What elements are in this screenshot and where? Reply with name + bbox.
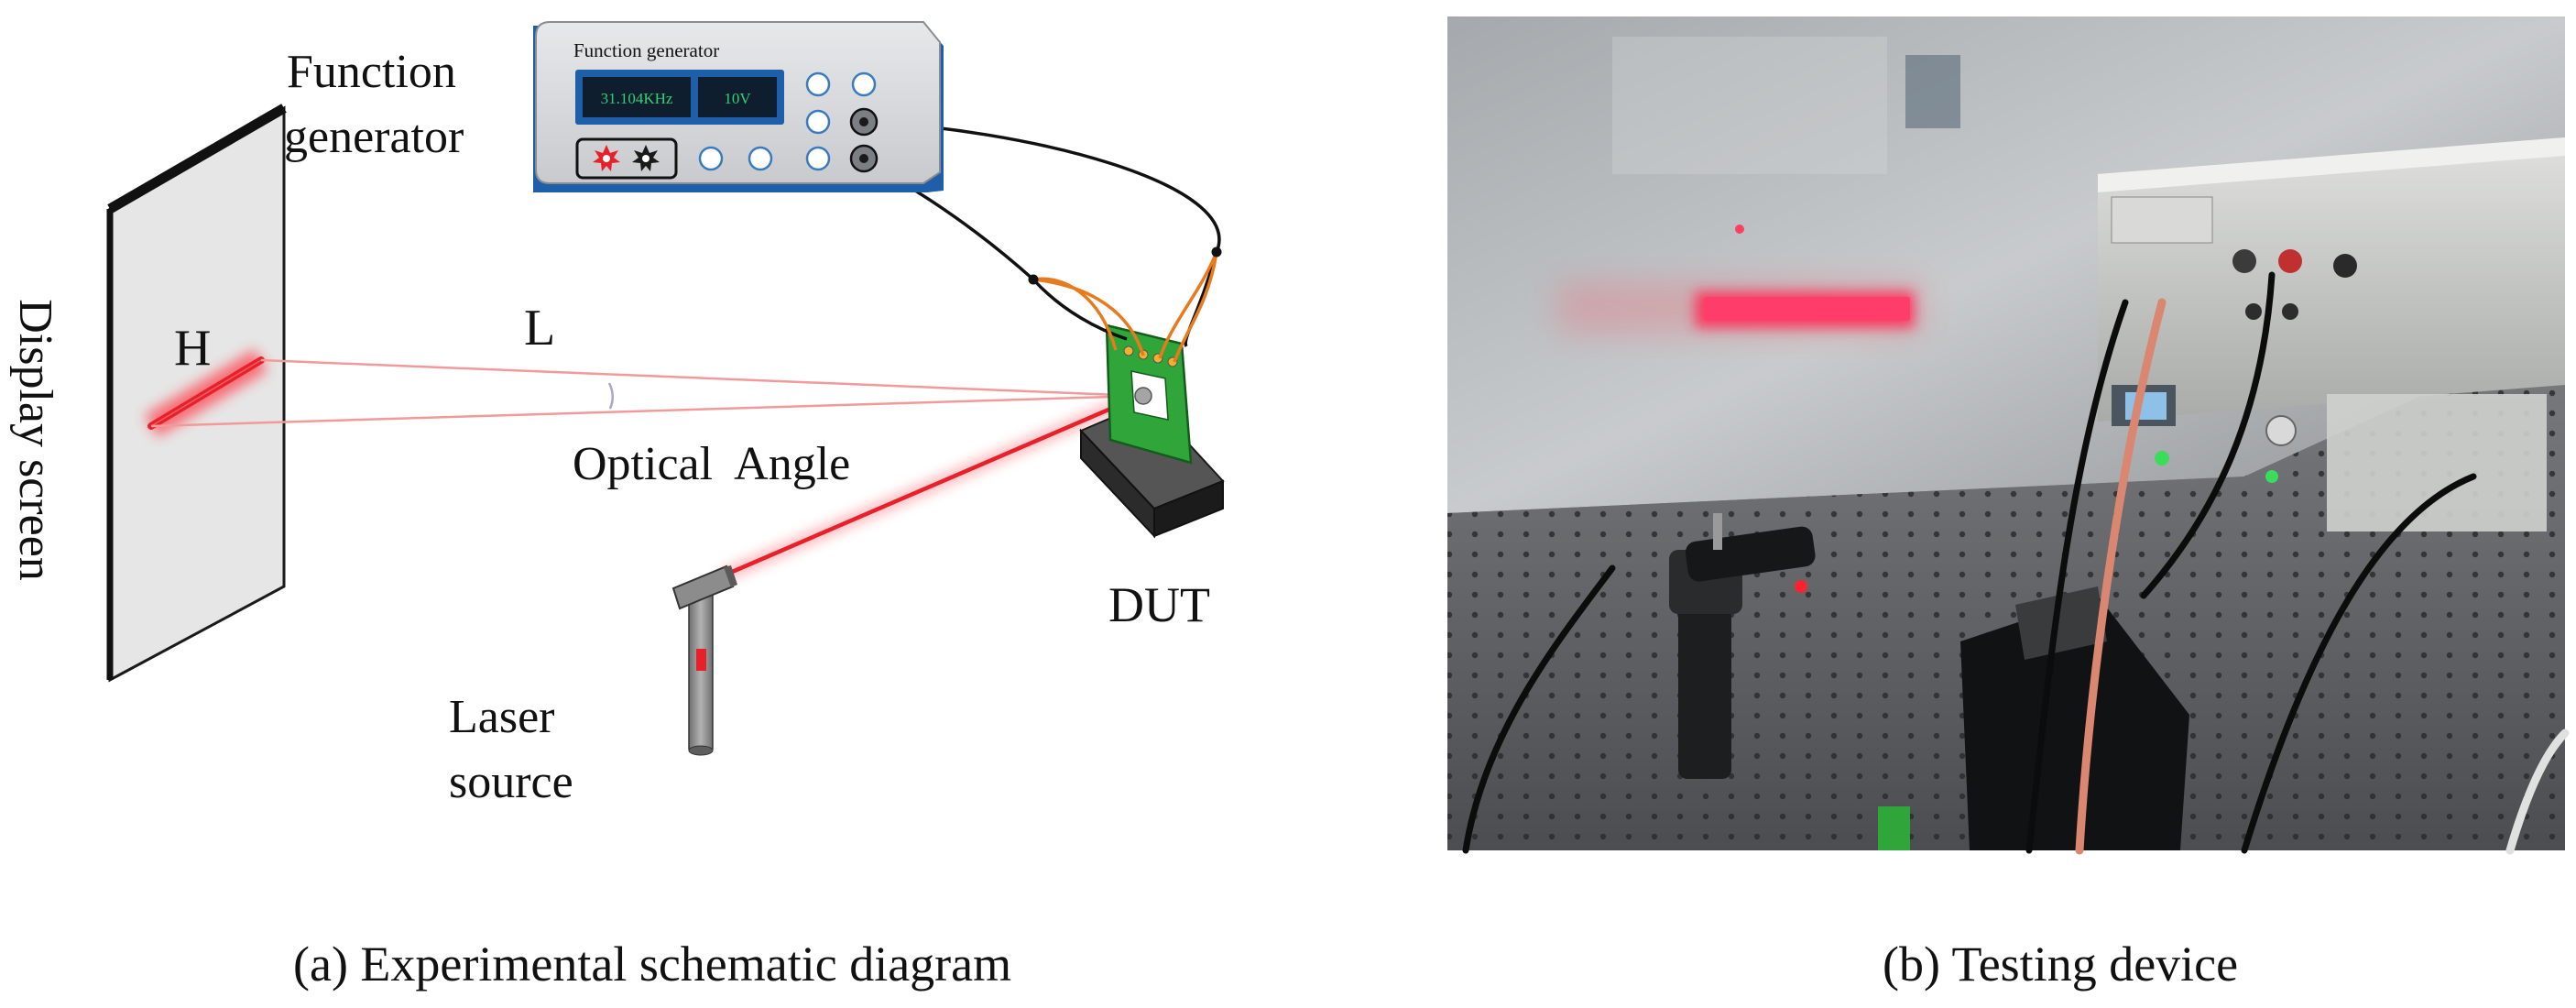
schematic-diagram: Display screen H L Optical Angle [9, 21, 1225, 808]
frequency-value: 31.104KHz [601, 90, 673, 107]
dut-mount-photo [1878, 586, 2189, 850]
black-gear-icon [632, 145, 660, 171]
dut-pcb [1105, 323, 1193, 465]
output-connectors [849, 107, 879, 173]
function-generator-label-line1: Function [287, 46, 456, 98]
caption-right: (b) Testing device [1883, 937, 2238, 992]
function-generator-label-line2: generator [284, 111, 464, 163]
l-label: L [524, 300, 555, 356]
cables-photo [1462, 271, 2570, 855]
reflected-beams [150, 358, 1141, 428]
panel-title: Function generator [573, 39, 719, 61]
optical-angle-arc [607, 382, 614, 410]
function-generator-device: Function generator 31.104KHz 10V [533, 21, 944, 192]
gear-group-box [575, 137, 678, 180]
instrument-stack [2098, 137, 2565, 531]
testing-device-photo [1447, 16, 2570, 855]
incident-laser-beam [721, 390, 1143, 581]
laser-label-line2: source [449, 756, 573, 808]
dut-label: DUT [1108, 577, 1210, 632]
caption-left: (a) Experimental schematic diagram [293, 937, 1011, 992]
red-gear-icon [593, 145, 620, 171]
laser-label-line1: Laser [449, 691, 554, 743]
h-label: H [174, 320, 211, 377]
laser-pointer-post [1669, 513, 1816, 779]
knob-buttons [698, 71, 877, 171]
optical-angle-label: Optical Angle [573, 438, 850, 490]
frequency-display [583, 77, 691, 117]
voltage-value: 10V [724, 90, 751, 107]
dut-mirror [1134, 387, 1152, 405]
voltage-display [698, 77, 777, 117]
laser-source [671, 564, 737, 756]
wires [853, 119, 1222, 363]
display-screen-label: Display screen [9, 299, 61, 581]
